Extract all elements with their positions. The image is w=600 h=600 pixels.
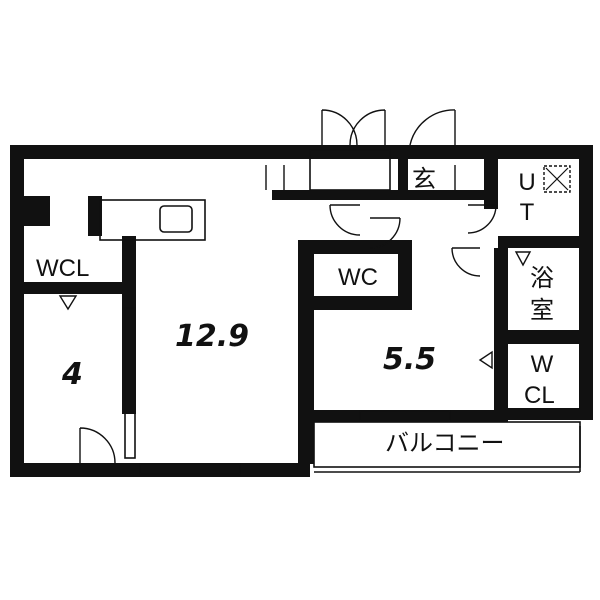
wall-wcl-notch [88,196,102,236]
kitchen-counter [99,199,206,241]
wall-north-block [272,190,496,200]
bedroom-west-area-label: 4 [62,357,83,392]
wall-bedroom-east-bottom [314,410,508,422]
door-swing-icon [451,247,481,277]
wall-wcl-east-bottom [508,408,593,420]
wall-top-left [10,145,272,159]
wall-wcl-west-top [10,196,50,226]
wall-left [10,145,24,477]
wall-bedroom-west-bottom [10,463,136,477]
door-swing-icon [349,109,386,146]
wall-bedroom-west-right [122,294,136,414]
door-swing-icon [265,165,285,190]
door-swing-icon [409,109,456,146]
wall-right [579,145,593,420]
wall-wc-top [298,240,398,254]
wall-entrance-left [398,159,408,199]
sliding-door-icon [124,307,136,459]
door-swing-icon [321,109,358,146]
window-bedroom-east [359,410,451,422]
door-swing-icon [467,204,497,234]
ut-label-2: T [519,199,535,226]
door-swing-icon [79,427,116,464]
closet-door-triangle-icon [478,350,493,370]
wcl-west-label: WCL [36,255,90,282]
wall-living-east [298,240,314,464]
wcl-east-label-2: CL [524,382,555,409]
wall-wc-right [398,240,412,300]
washing-machine-icon [545,167,569,191]
wc-label: WC [338,264,378,291]
wcl-east-label-1: W [530,351,554,378]
ut-label-1: U [518,169,536,196]
wall-top-right [487,145,583,159]
entrance-label: 玄 [412,166,436,193]
wall-top-mid [272,145,487,159]
kitchen-sink-icon [159,205,193,233]
bedroom-east-area-label: 5.5 [383,342,437,377]
bath-label-2: 室 [530,297,554,324]
bath-label-1: 浴 [530,265,554,292]
door-swing-icon [329,204,361,236]
wall-wc-bottom [298,296,412,310]
closet-door-triangle-icon [514,251,532,267]
closet-door-triangle-icon [58,295,78,311]
wall-wcl-west-bottom [10,282,136,294]
wall-wcl-west-right [122,236,136,296]
balcony-label: バルコニー [385,430,505,457]
window-top [309,149,391,191]
living-area-label: 12.9 [175,319,250,354]
wall-bedroom-east-right [494,248,508,418]
door-swing-icon [369,217,401,249]
wall-bath-bottom [508,330,583,344]
wall-entrance-right [484,159,498,209]
washing-machine-icon [543,165,571,193]
window-living-bottom [139,463,241,475]
wall-ut-divider [498,236,583,248]
